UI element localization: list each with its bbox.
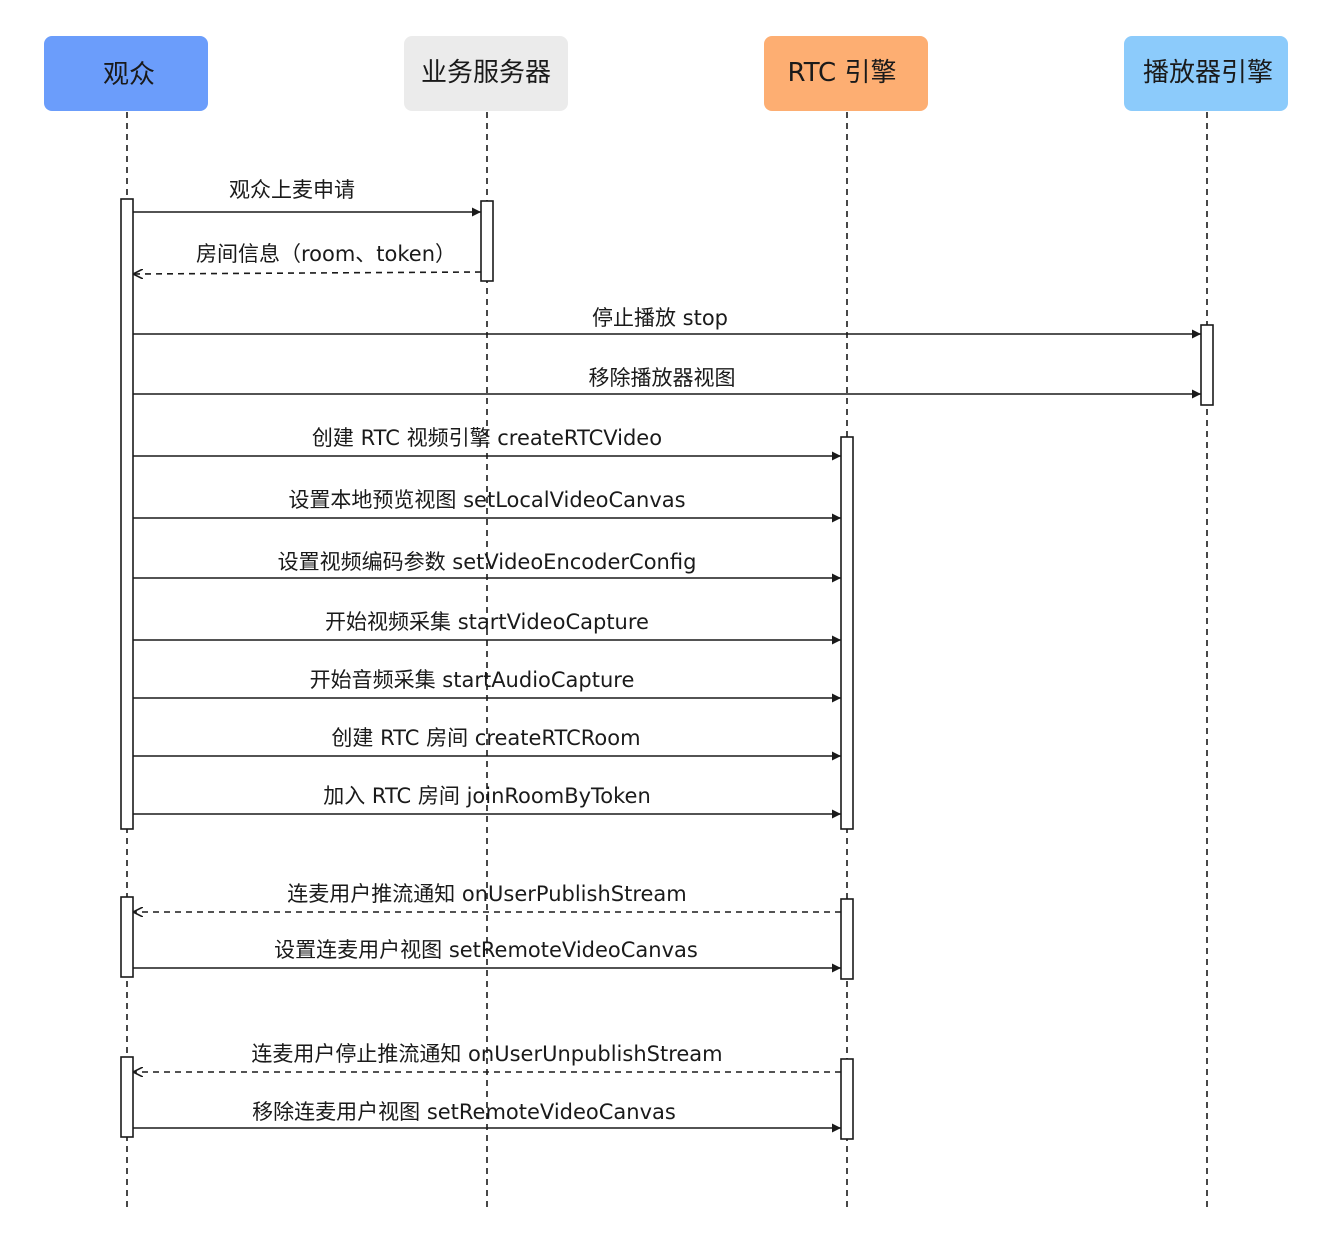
activation-bars: [120, 198, 1214, 1140]
message-1: 观众上麦申请: [133, 178, 481, 217]
message-3: 停止播放 stop: [133, 306, 1201, 339]
participant-box-rtc: [764, 36, 928, 111]
activation-audience-2: [120, 896, 134, 978]
activation-player-1: [1200, 324, 1214, 406]
participant-box-server: [404, 36, 568, 111]
message-14: 连麦用户停止推流通知 onUserUnpublishStream: [133, 1042, 841, 1072]
participant-label-rtc: RTC 引擎: [788, 58, 897, 88]
message-10: 创建 RTC 房间 createRTCRoom: [133, 726, 841, 761]
participant-label-audience: 观众: [103, 60, 155, 90]
participant-player: 播放器引擎: [1124, 36, 1288, 111]
participant-server: 业务服务器: [404, 36, 568, 111]
message-label: 创建 RTC 房间 createRTCRoom: [331, 726, 640, 750]
message-9: 开始音频采集 startAudioCapture: [133, 668, 841, 703]
message-label: 开始音频采集 startAudioCapture: [310, 668, 635, 692]
message-label: 房间信息（room、token）: [196, 242, 456, 266]
message-arrow: [133, 272, 482, 274]
message-label: 创建 RTC 视频引擎 createRTCVideo: [312, 426, 662, 450]
activation-rtc-2: [840, 898, 854, 980]
message-4: 移除播放器视图: [133, 366, 1201, 399]
message-label: 开始视频采集 startVideoCapture: [325, 610, 649, 634]
message-label: 观众上麦申请: [229, 178, 355, 202]
activation-server-1: [480, 200, 494, 282]
participant-audience: 观众: [44, 36, 208, 111]
message-label: 移除播放器视图: [589, 366, 736, 390]
message-11: 加入 RTC 房间 joinRoomByToken: [133, 784, 841, 819]
message-label: 停止播放 stop: [592, 306, 728, 330]
message-12: 连麦用户推流通知 onUserPublishStream: [133, 882, 841, 912]
activation-audience-3: [120, 1056, 134, 1138]
message-6: 设置本地预览视图 setLocalVideoCanvas: [133, 488, 841, 523]
message-label: 加入 RTC 房间 joinRoomByToken: [323, 784, 651, 808]
message-13: 设置连麦用户视图 setRemoteVideoCanvas: [133, 938, 841, 973]
message-label: 移除连麦用户视图 setRemoteVideoCanvas: [252, 1100, 676, 1124]
message-label: 连麦用户停止推流通知 onUserUnpublishStream: [251, 1042, 722, 1066]
activation-rtc-3: [840, 1058, 854, 1140]
message-7: 设置视频编码参数 setVideoEncoderConfig: [133, 550, 841, 583]
message-5: 创建 RTC 视频引擎 createRTCVideo: [133, 426, 841, 461]
message-label: 设置连麦用户视图 setRemoteVideoCanvas: [274, 938, 698, 962]
participant-label-player: 播放器引擎: [1143, 58, 1273, 88]
message-label: 连麦用户推流通知 onUserPublishStream: [287, 882, 687, 906]
participant-label-server: 业务服务器: [421, 58, 551, 88]
activation-audience-1: [120, 198, 134, 830]
activation-rtc-1: [840, 436, 854, 830]
participant-box-audience: [44, 36, 208, 111]
message-15: 移除连麦用户视图 setRemoteVideoCanvas: [133, 1100, 841, 1133]
message-label: 设置视频编码参数 setVideoEncoderConfig: [278, 550, 697, 574]
participant-box-player: [1124, 36, 1288, 111]
participant-rtc: RTC 引擎: [764, 36, 928, 111]
message-8: 开始视频采集 startVideoCapture: [133, 610, 841, 645]
message-label: 设置本地预览视图 setLocalVideoCanvas: [288, 488, 685, 512]
message-2: 房间信息（room、token）: [133, 242, 482, 274]
